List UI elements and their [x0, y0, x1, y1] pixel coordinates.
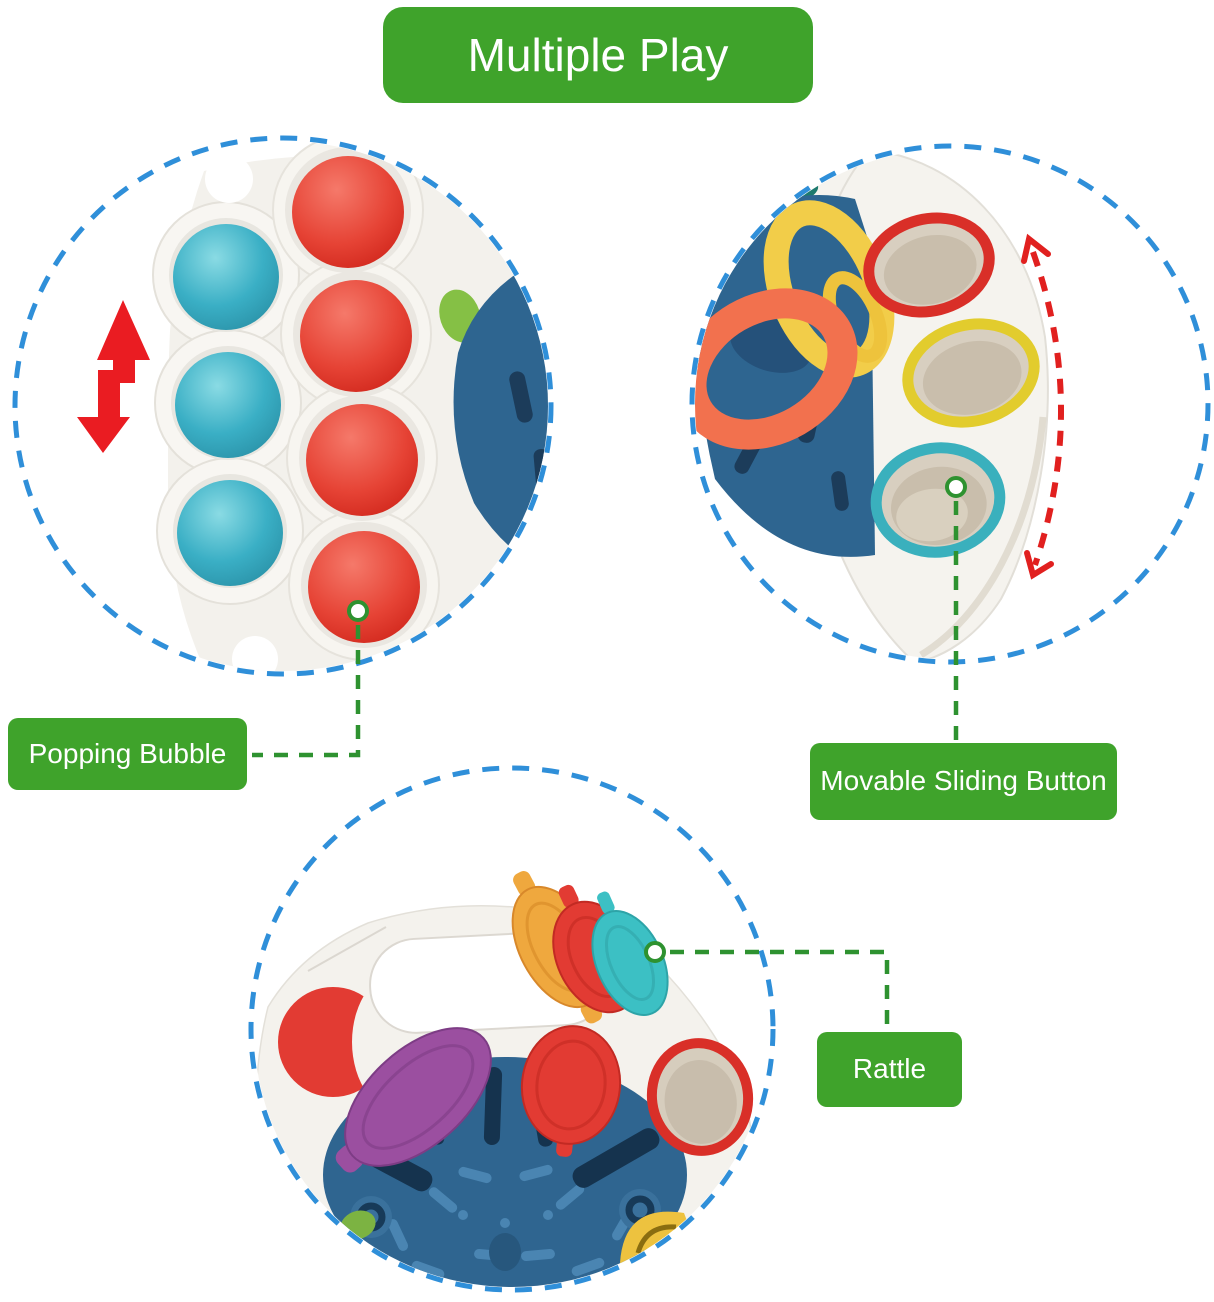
shell-seam: [307, 926, 387, 972]
arrowhead-down-icon: [1024, 550, 1054, 580]
title-banner-text: Multiple Play: [467, 29, 729, 81]
title-banner: Multiple Play: [383, 7, 813, 103]
up-arrow-icon: [97, 300, 150, 383]
curved-double-arrow-icon: [1021, 233, 1064, 580]
red-popping-bubbles[interactable]: [285, 147, 427, 648]
teal-popping-bubbles[interactable]: [169, 218, 287, 588]
shell-side-wall: [919, 416, 1047, 658]
popping-bubble-photo: [12, 135, 554, 677]
red-sliding-ring[interactable]: [859, 206, 1000, 325]
popping-bubble-label: Popping Bubble: [8, 718, 247, 790]
rattle-photo-art: [254, 871, 756, 1287]
shell-top-notch: [205, 155, 253, 203]
purple-rattle-disc[interactable]: [309, 1002, 516, 1202]
red-front-disc[interactable]: [515, 1021, 626, 1162]
dome-center-recess: [489, 1233, 521, 1271]
rattle-label-text: Rattle: [852, 1053, 927, 1085]
popping-bubble-photo-art: [77, 141, 548, 671]
down-arrow-icon: [77, 370, 130, 453]
red-ring-hole[interactable]: [645, 1037, 755, 1157]
popping-bubble-label-text: Popping Bubble: [28, 737, 227, 769]
teal-rattle-disc[interactable]: [569, 880, 683, 1027]
movable-sliding-button-label: Movable Sliding Button: [810, 743, 1117, 820]
dashed-circle-border: [689, 143, 1211, 665]
yellow-sliding-ring[interactable]: [897, 311, 1044, 435]
rattle-photo: [248, 765, 776, 1293]
sliding-button-photo: [683, 143, 1211, 665]
orange-pull-loop[interactable]: [683, 277, 866, 461]
up-down-arrows-icon: [77, 300, 150, 453]
movable-sliding-button-label-text: Movable Sliding Button: [820, 765, 1107, 797]
base-slot: [509, 371, 533, 423]
arrowhead-up-icon: [1021, 233, 1051, 264]
rattle-label: Rattle: [817, 1032, 962, 1107]
sliding-button-photo-art: [683, 149, 1064, 659]
